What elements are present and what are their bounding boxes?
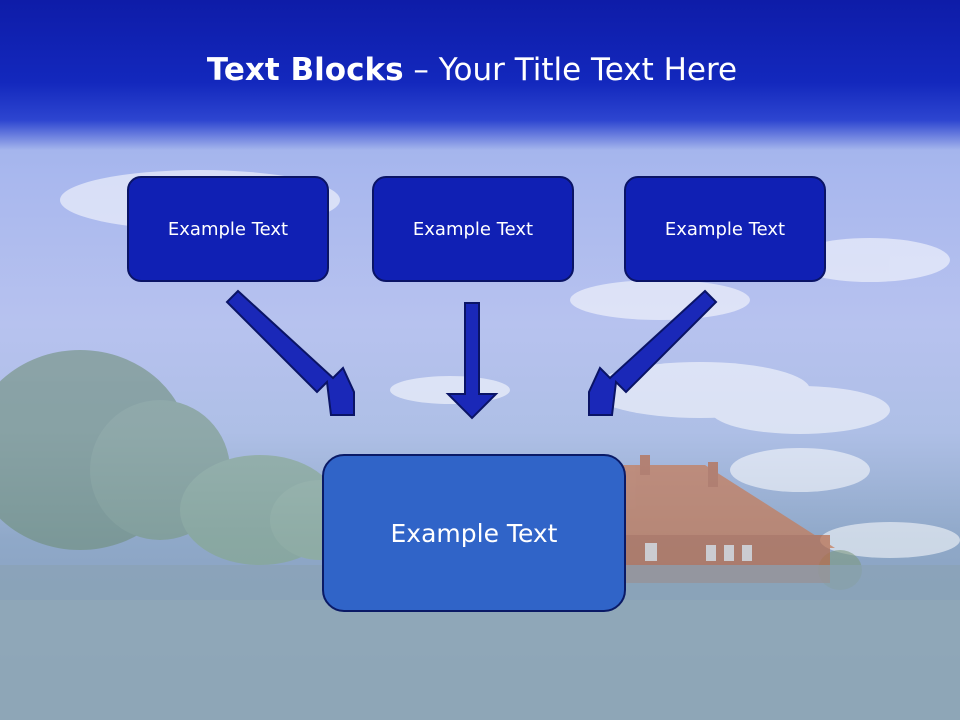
text-block-right-label: Example Text	[664, 218, 786, 240]
text-block-center-label: Example Text	[412, 218, 534, 240]
text-block-right[interactable]: Example Text	[624, 176, 826, 282]
title-dash: –	[403, 52, 439, 88]
text-block-main-label: Example Text	[390, 518, 558, 548]
title-bar	[0, 0, 960, 150]
text-block-center[interactable]: Example Text	[372, 176, 574, 282]
title-rest-text: Your Title Text Here	[438, 52, 738, 88]
arrow-left[interactable]	[225, 289, 355, 416]
title-bold-text: Text Blocks	[206, 52, 404, 88]
text-block-left[interactable]: Example Text	[127, 176, 329, 282]
trees	[0, 350, 862, 590]
text-block-left-label: Example Text	[167, 218, 289, 240]
arrow-center[interactable]	[445, 302, 499, 420]
arrow-right[interactable]	[588, 289, 718, 416]
slide-title[interactable]: Text Blocks – Your Title Text Here	[0, 52, 944, 88]
text-block-main[interactable]: Example Text	[322, 454, 626, 612]
